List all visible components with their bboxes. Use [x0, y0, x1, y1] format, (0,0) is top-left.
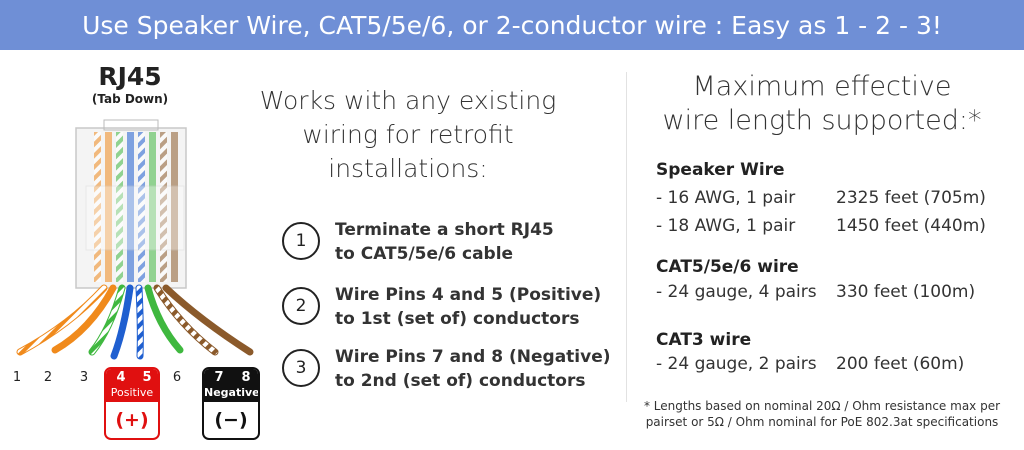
works-heading-line: Works with any existing	[259, 86, 557, 115]
step-number-circle: 2	[282, 287, 320, 325]
internal-wires	[94, 132, 178, 282]
section-cat3: CAT3 wire	[656, 330, 752, 350]
section-speaker-wire: Speaker Wire	[656, 160, 785, 180]
step-text: Wire Pins 7 and 8 (Negative)to 2nd (set …	[335, 347, 611, 391]
spec-cat3: - 24 gauge, 2 pairs	[656, 354, 817, 374]
negative-group: 7 8 Negative (−)	[202, 367, 260, 440]
works-heading-line: installations:	[328, 154, 488, 183]
step-2: 2 Wire Pins 4 and 5 (Positive)to 1st (se…	[282, 283, 622, 339]
max-length-title: Maximum effective wire length supported:…	[630, 70, 1014, 138]
step-text: Wire Pins 4 and 5 (Positive)to 1st (set …	[335, 285, 602, 329]
positive-group: 4 5 Positive (+)	[104, 367, 160, 440]
pin-number-2: 2	[43, 370, 53, 385]
connector-tab	[103, 119, 159, 131]
pin-number-8: 8	[241, 370, 251, 385]
step-3: 3 Wire Pins 7 and 8 (Negative)to 2nd (se…	[282, 345, 622, 401]
max-length-title-line: Maximum effective	[692, 71, 952, 102]
pin-number-5: 5	[142, 370, 152, 385]
connector-subtitle: (Tab Down)	[91, 92, 169, 106]
step-number-circle: 1	[282, 222, 320, 260]
pin-number-7: 7	[214, 370, 224, 385]
pin-number-3: 3	[79, 370, 89, 385]
step-number-circle: 3	[282, 349, 320, 387]
outgoing-wires	[16, 284, 254, 360]
footnote-line: pairset or 5Ω / Ohm nominal for PoE 802.…	[645, 415, 999, 429]
spec-18awg: - 18 AWG, 1 pair	[656, 216, 796, 236]
works-heading: Works with any existing wiring for retro…	[238, 84, 578, 186]
negative-label: Negative	[204, 386, 260, 399]
title-banner: Use Speaker Wire, CAT5/5e/6, or 2-conduc…	[0, 0, 1024, 50]
spec-cat5: - 24 gauge, 4 pairs	[656, 282, 817, 302]
connector-title: RJ45	[98, 62, 162, 91]
pin-number-6: 6	[172, 370, 182, 385]
column-divider	[626, 72, 627, 402]
length-cat5: 330 feet (100m)	[836, 282, 976, 302]
footnote-line: * Lengths based on nominal 20Ω / Ohm res…	[643, 399, 1001, 413]
footnote: * Lengths based on nominal 20Ω / Ohm res…	[630, 398, 1014, 430]
pin-number-4: 4	[116, 370, 126, 385]
length-16awg: 2325 feet (705m)	[836, 188, 986, 208]
positive-sign: (+)	[115, 409, 149, 431]
positive-label: Positive	[110, 386, 154, 399]
works-heading-line: wiring for retrofit	[302, 120, 514, 149]
length-cat3: 200 feet (60m)	[836, 354, 965, 374]
length-18awg: 1450 feet (440m)	[836, 216, 986, 236]
max-length-title-line: wire length supported:*	[662, 105, 982, 136]
negative-sign: (−)	[214, 409, 248, 431]
rj45-connector-diagram	[16, 119, 254, 360]
spec-16awg: - 16 AWG, 1 pair	[656, 188, 796, 208]
pin-number-1: 1	[12, 370, 22, 385]
section-cat5: CAT5/5e/6 wire	[656, 257, 799, 277]
